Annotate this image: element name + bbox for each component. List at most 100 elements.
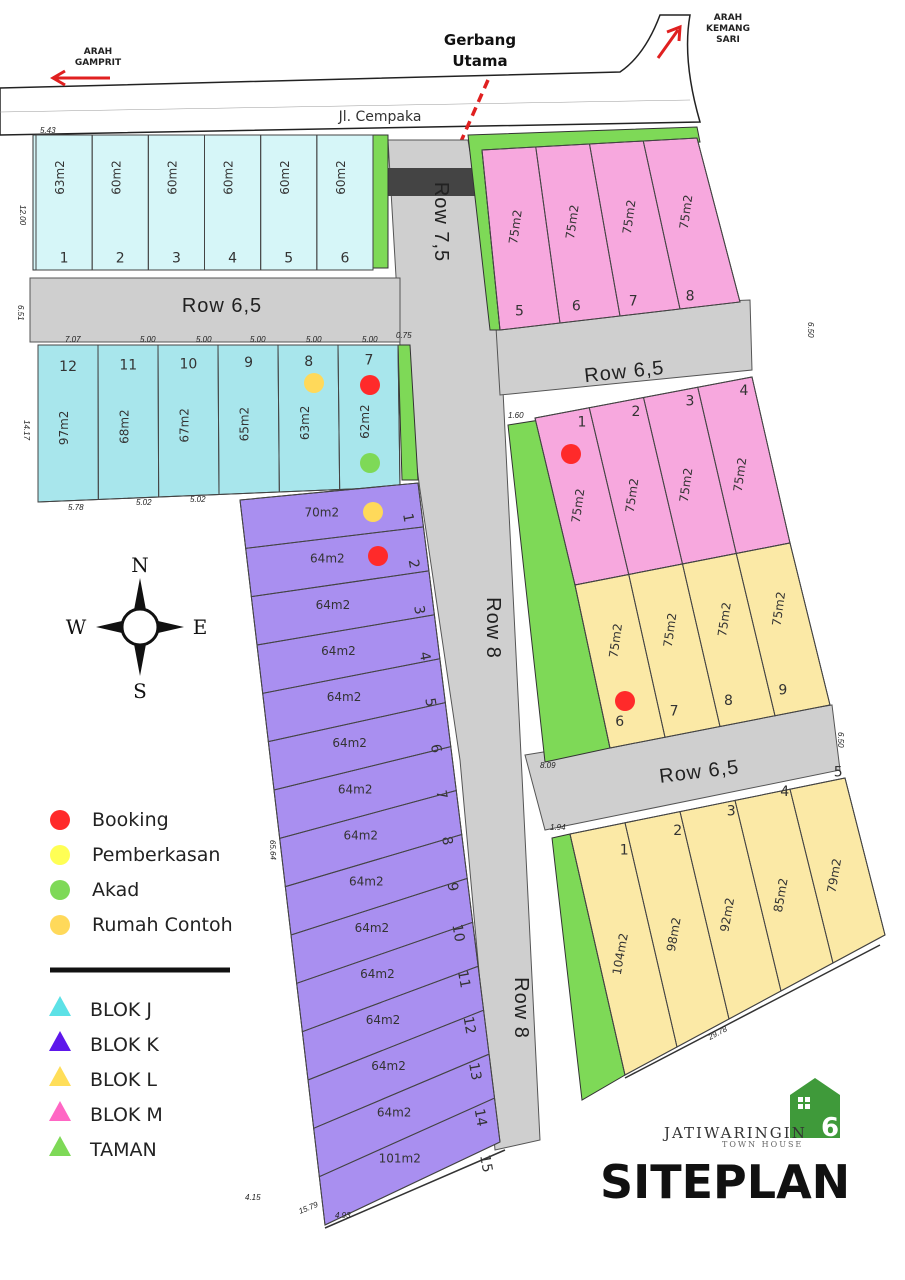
lot-area: 75m2 (715, 601, 734, 637)
lot-area: 64m2 (332, 736, 367, 750)
legend-status-dot (50, 880, 70, 900)
lot-area: 64m2 (349, 875, 384, 889)
lot-area: 75m2 (661, 612, 680, 648)
lot-number: 2 (632, 404, 641, 420)
legend-block-label: BLOK K (90, 1034, 159, 1056)
lot-area: 63m2 (298, 406, 312, 441)
taman-areas (372, 126, 701, 1101)
lot-area: 60m2 (334, 160, 348, 195)
svg-text:12.00: 12.00 (18, 205, 27, 226)
svg-text:JATIWARINGIN: JATIWARINGIN (662, 1124, 807, 1142)
boundary-bottom (324, 944, 881, 1229)
lot-area: 60m2 (109, 160, 123, 195)
svg-text:5.00: 5.00 (306, 335, 322, 344)
svg-text:KEMANG: KEMANG (706, 24, 750, 34)
svg-text:5.00: 5.00 (362, 335, 378, 344)
lot-number: 7 (670, 704, 679, 720)
lot-number: 11 (454, 969, 473, 989)
svg-text:E: E (193, 615, 208, 639)
rumah-contoh-dot (304, 373, 324, 393)
lot-number: 15 (476, 1154, 495, 1174)
left-arrow-icon (50, 69, 110, 87)
lot-area: 75m2 (563, 204, 582, 240)
lot-boundary (789, 777, 886, 964)
lot-area: 98m2 (664, 916, 684, 952)
lot-number: 4 (416, 650, 433, 662)
lot-area: 64m2 (366, 1013, 401, 1027)
lot-number: 2 (673, 823, 682, 839)
svg-text:SARI: SARI (716, 35, 740, 45)
svg-text:5.00: 5.00 (196, 335, 212, 344)
lot-number: 10 (448, 923, 467, 943)
svg-text:TOWN HOUSE: TOWN HOUSE (722, 1140, 803, 1149)
booking-dot (561, 444, 581, 464)
booking-dot (360, 375, 380, 395)
svg-text:5.78: 5.78 (68, 503, 84, 512)
lot-area: 70m2 (304, 506, 339, 520)
lot-area: 75m2 (506, 209, 525, 245)
lot-number: 14 (471, 1107, 490, 1127)
lot-area: 75m2 (731, 457, 750, 493)
legend-block-triangle-icon (49, 996, 71, 1016)
lot-number: 5 (421, 697, 438, 709)
lot-number: 8 (304, 354, 313, 370)
lot-area: 64m2 (355, 921, 390, 935)
svg-text:65.64: 65.64 (268, 840, 278, 861)
booking-dot (615, 691, 635, 711)
svg-text:ARAH: ARAH (714, 13, 742, 23)
lot-area: 62m2 (358, 404, 372, 439)
up-right-arrow-icon (656, 24, 682, 59)
legend-status-dot (50, 845, 70, 865)
lot-number: 2 (116, 251, 125, 267)
lot-area: 75m2 (569, 488, 588, 524)
akad-dot (360, 453, 380, 473)
svg-text:6.50: 6.50 (836, 732, 845, 748)
legend-status-dot (50, 810, 70, 830)
compass-icon: N S W E (66, 553, 208, 703)
lot-area: 64m2 (327, 690, 362, 704)
lot-area: 64m2 (310, 552, 345, 566)
lot-area: 75m2 (677, 467, 696, 503)
lot-area: 64m2 (338, 782, 373, 796)
lot-number: 6 (572, 299, 581, 315)
svg-text:5.02: 5.02 (190, 495, 206, 504)
lot-area: 63m2 (53, 160, 67, 195)
lot-number: 8 (438, 835, 455, 847)
legend-block-label: BLOK M (90, 1104, 163, 1126)
lot-number: 8 (724, 693, 733, 709)
street-name: Jl. Cempaka (338, 109, 422, 125)
svg-text:7.07: 7.07 (65, 335, 81, 344)
svg-text:14.17: 14.17 (22, 420, 31, 441)
lot-area: 64m2 (371, 1059, 406, 1073)
lot-number: 9 (778, 682, 787, 698)
svg-text:5.00: 5.00 (140, 335, 156, 344)
lot-number: 8 (686, 289, 695, 305)
lot-boundary (642, 137, 741, 310)
lot-number: 11 (119, 358, 137, 374)
lot-number: 5 (834, 764, 843, 780)
lot-number: 10 (180, 356, 198, 372)
lot-number: 1 (578, 414, 587, 430)
lot-number: 1 (399, 512, 416, 524)
svg-text:S: S (133, 679, 147, 703)
lot-number: 4 (228, 251, 237, 267)
svg-text:N: N (131, 553, 149, 577)
brand-logo: 6 JATIWARINGIN TOWN HOUSE (662, 1078, 840, 1149)
lot-area: 75m2 (606, 623, 625, 659)
legend-status-label: Akad (92, 879, 139, 901)
svg-text:Gerbang: Gerbang (444, 31, 516, 49)
lot-area: 97m2 (57, 411, 71, 446)
lot-area: 64m2 (321, 644, 356, 658)
booking-dot (368, 546, 388, 566)
lot-number: 3 (727, 804, 736, 820)
lot-number: 3 (686, 394, 695, 410)
lot-number: 1 (60, 251, 69, 267)
lot-area: 60m2 (222, 160, 236, 195)
lot-number: 9 (444, 881, 461, 893)
svg-text:5.43: 5.43 (40, 126, 56, 135)
